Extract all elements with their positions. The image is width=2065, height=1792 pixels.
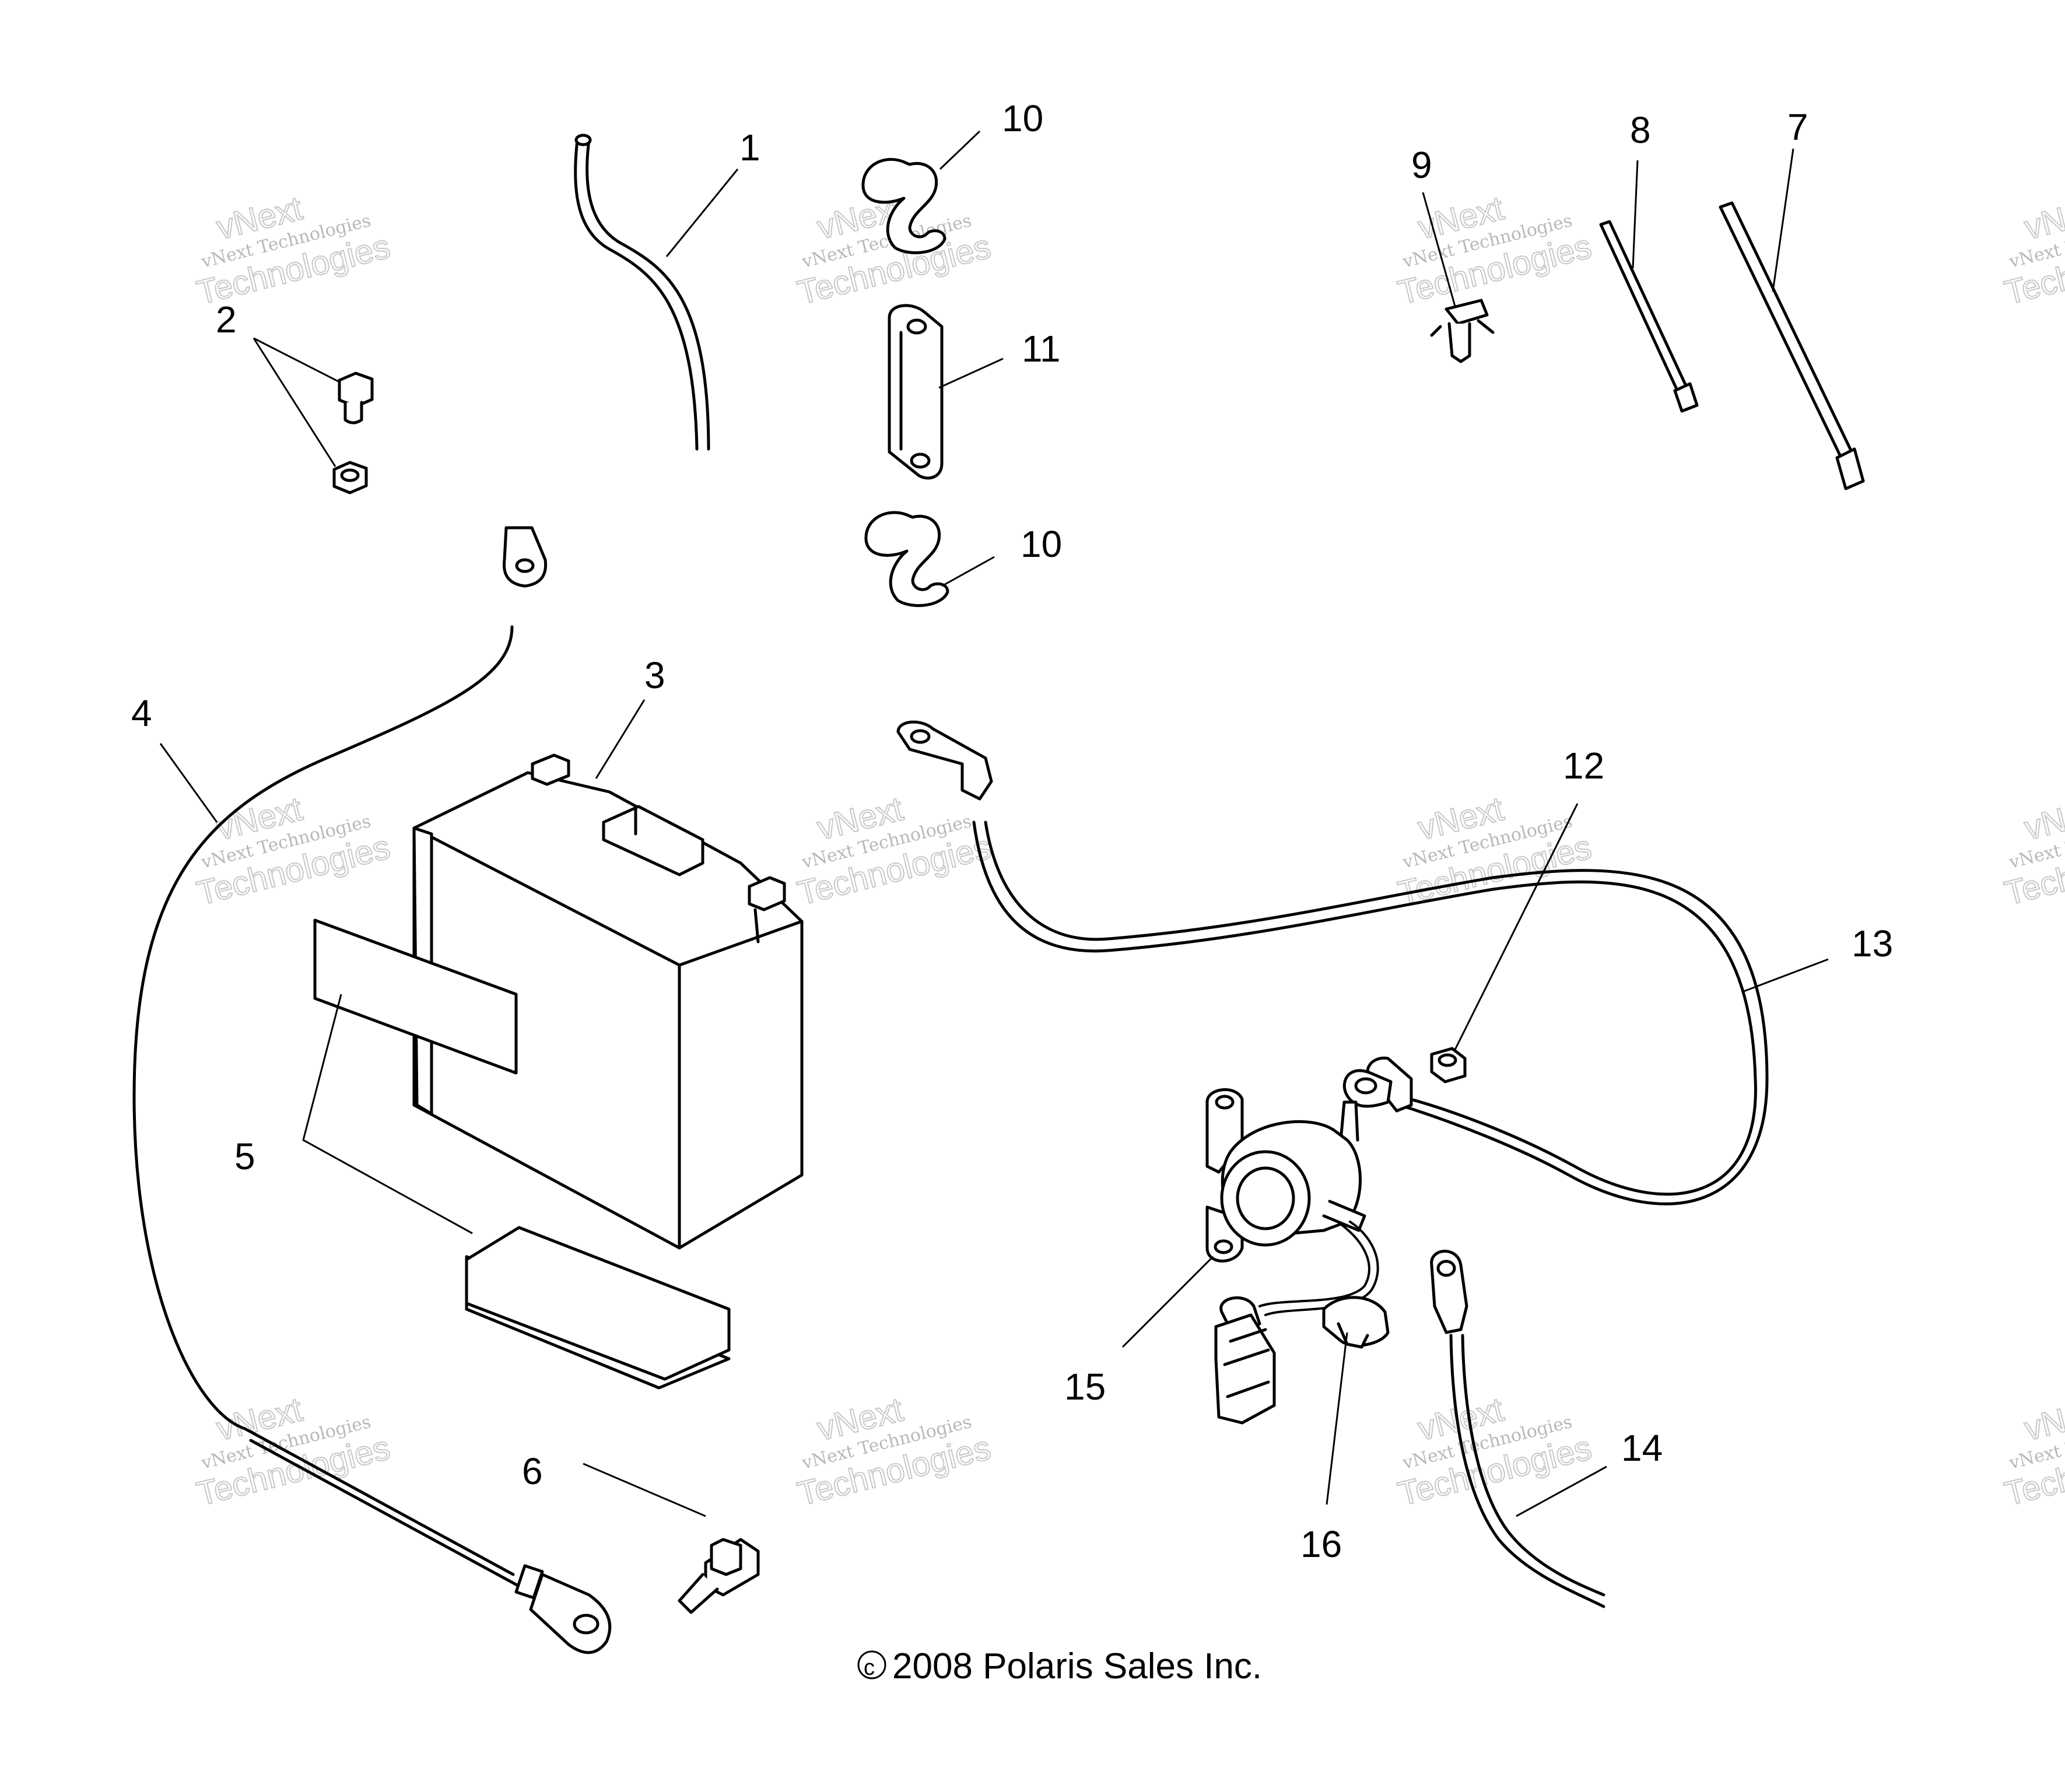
watermark: vNext vNext Technologies Technologies [2000,789,2065,913]
copyright-text: 2008 Polaris Sales Inc. [892,1646,1262,1686]
callout-2: 2 [216,299,237,341]
part-14-ground-cable[interactable] [1430,1250,1605,1608]
callout-11: 11 [1022,328,1060,370]
leader-3 [595,699,646,779]
leader-1 [665,169,739,257]
part-4-battery-cable[interactable] [132,526,612,1654]
leader-15 [1121,1256,1214,1348]
callout-6: 6 [522,1450,543,1492]
leader-lines [159,130,1829,1517]
part-9-push-rivet[interactable] [1430,299,1495,363]
callout-7: 7 [1787,106,1808,148]
callout-10-upper: 10 [1002,97,1043,139]
svg-text:vNext: vNext [2021,189,2065,247]
leader-4 [159,743,218,823]
callout-8: 8 [1630,109,1651,151]
part-16-screw[interactable] [1322,1296,1390,1349]
leader-16 [1326,1332,1348,1505]
copyright-circle [857,1650,886,1679]
watermark: vNext vNext Technologies Technologies [793,789,995,913]
part-1-vent-tube[interactable] [574,134,710,451]
svg-text:vNext: vNext [2021,790,2065,847]
callout-4: 4 [131,692,152,734]
callout-16: 16 [1300,1523,1342,1565]
part-3-battery[interactable] [412,753,804,1250]
part-11-hold-down[interactable] [888,304,944,480]
watermark: vNext vNext Technologies Technologies [192,789,394,913]
callout-14: 14 [1621,1427,1663,1469]
leader-2a [253,337,340,383]
leader-6 [583,1463,706,1517]
part-12-nut[interactable] [1430,1047,1467,1083]
part-2-bolt[interactable] [338,371,374,425]
leader-10a [939,130,981,170]
copyright-symbol: c [864,1656,875,1680]
leader-13 [1743,958,1829,993]
leader-2b [253,338,336,467]
watermark: vNext vNext Technologies Technologies [192,188,394,312]
part-10-clip-lower[interactable] [864,511,949,607]
part-6-screw[interactable] [678,1538,760,1614]
callout-9: 9 [1411,144,1432,186]
callout-1: 1 [739,127,760,169]
callout-3: 3 [644,654,665,696]
part-15-starter-solenoid[interactable] [1205,1088,1379,1425]
part-5-battery-label[interactable] [313,918,731,1390]
leader-7 [1772,148,1794,292]
svg-text:vNext: vNext [2021,1390,2065,1448]
copyright-notice: c 2008 Polaris Sales Inc. [857,1646,1262,1686]
watermark: vNext vNext Technologies Technologies [2000,1390,2065,1513]
part-13-battery-cable[interactable] [896,720,1769,1205]
part-7-cable-tie[interactable] [1719,201,1865,490]
part-10-clip-upper[interactable] [861,157,946,254]
leader-10b [941,556,995,587]
leader-11 [938,357,1004,389]
callout-15: 15 [1064,1366,1106,1408]
leader-14 [1516,1465,1607,1517]
part-8-cable-tie[interactable] [1599,220,1699,413]
watermark-grid: vNext vNext Technologies Technologies vN… [192,188,2065,1513]
watermark: vNext vNext Technologies Technologies [1394,188,1596,312]
callout-5: 5 [234,1135,255,1177]
watermark: vNext vNext Technologies Technologies [793,1390,995,1513]
callout-10-lower: 10 [1021,523,1062,565]
leader-9 [1422,192,1456,307]
part-2-nut[interactable] [332,461,368,495]
leader-5 [302,994,473,1235]
watermark: vNext vNext Technologies Technologies [2000,188,2065,312]
callout-12: 12 [1563,745,1604,787]
leader-12 [1454,803,1579,1050]
callout-13: 13 [1852,923,1893,965]
callout-labels: 1 2 3 4 5 6 7 8 9 10 10 11 12 13 14 15 1… [131,97,1893,1565]
leader-8 [1632,160,1639,269]
